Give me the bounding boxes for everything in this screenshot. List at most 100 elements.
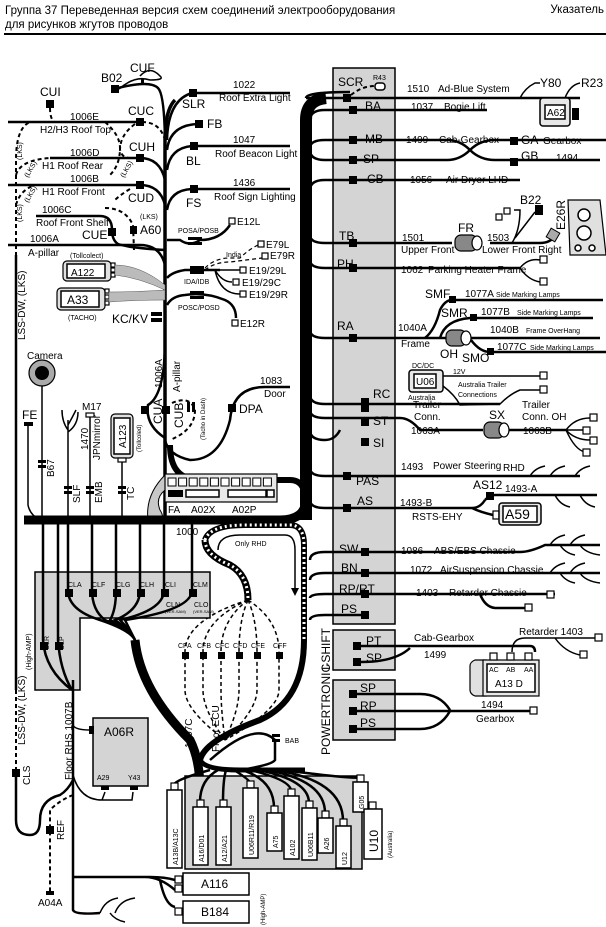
e26r-light-icon [567,199,606,256]
u06-inner [413,373,437,389]
b184-module [182,900,250,924]
cuh-connector [136,154,144,162]
label-tollcoled: (Tollcoled) [137,425,143,452]
cub-connector [187,402,190,412]
label-lower-front-right: Lower Front Right [482,245,562,256]
label-1501: 1501 [402,233,425,244]
fuse-slot [262,477,272,487]
cua-loop [146,339,167,440]
label-si: SI [373,436,384,450]
label-sp2: SP [360,681,376,695]
label-st: ST [373,414,389,428]
posb-connector [188,242,202,245]
label-rhd: RHD [503,463,525,474]
label-1007c: 1007C [184,719,195,748]
a06r-module [92,717,149,787]
sp2-connector [349,690,357,698]
fuse-slots [167,477,272,487]
label-powertronic: POWERTRONIC [319,664,333,755]
label-camera: Camera [27,351,63,362]
a33-module [56,287,110,311]
e19-wires [210,269,241,295]
label-conn: Conn. [414,412,441,423]
label-1063a: 1063A [411,426,440,437]
lks-dash-rear [15,157,51,176]
label-r43: R43 [373,75,386,82]
terminal [529,706,538,715]
label-1063b: 1063B [523,426,552,437]
as-branches [554,494,596,508]
lks-dash [114,188,131,201]
label-smr: SMR [441,306,468,320]
label-roof-extra: Roof Extra Light [219,93,291,104]
label-b184: B184 [201,905,229,919]
label-adblue: Ad-Blue System [438,84,510,95]
label-1077c: 1077C [497,342,526,353]
ecu-terminal [196,799,205,808]
ref-dash [49,794,74,895]
label-lss-lower: LSS-DW, (LKS) [17,676,28,745]
label-ecu-module: A75 [273,835,280,848]
label-rp: RP [360,699,377,713]
label-rprt: RP/RT [339,582,375,596]
cf-connector [236,652,243,659]
cud-connector [136,181,144,189]
airsusp-branches [549,562,601,584]
label-cud: CUD [128,191,154,205]
panel-connectors [343,94,369,619]
india-dash1 [204,244,259,269]
label-cab-gearbox: Cab-Gearbox [439,135,499,146]
label-lks-a60: (LKS) [140,214,158,221]
terminal [492,510,500,520]
ida-connector [190,266,204,269]
cf-connector [200,652,207,659]
wire-1063a [399,416,483,432]
label-cui: CUI [40,85,61,99]
label-cab-gearbox-2: Cab-Gearbox [414,633,474,644]
floor-branches [99,897,136,923]
cf-connector [182,652,189,659]
label-a02p: A02P [232,505,257,516]
ecu-terminal [339,818,348,827]
fuse-slot [220,477,230,487]
ecu-module-g05 [352,781,369,813]
label-airsusp: AirSuspension Chassie [440,565,544,576]
label-ga: GA [521,133,538,147]
label-1077b: 1077B [481,307,510,318]
label-fa: FA [168,505,181,516]
label-cuc: CUC [128,104,154,118]
slr-connector [189,89,197,97]
label-1510: 1510 [407,84,430,95]
a04a-connector [46,891,54,895]
label-1499: 1499 [406,135,429,146]
retarder-1403-wire [511,637,597,656]
label-lks-4: (LKS) [120,160,135,179]
label-roof-top: H2/H3 Roof Top [40,125,111,136]
floor-bundle-right [197,639,307,762]
label-1493: 1493 [401,462,424,473]
label-dcdc: DC/DC [412,363,434,370]
cl-connector [189,589,197,597]
cf-connector [218,652,225,659]
label-cuh: CUH [129,140,155,154]
label-sml-c: Side Marking Lamps [530,345,594,352]
label-1499-2: 1499 [424,650,447,661]
rhd-arrow [217,534,296,590]
label-e12r: E12R [240,319,265,330]
label-ecu-module: U12 [342,852,349,865]
terminal [524,603,533,612]
label-fr: FR [458,221,474,235]
ref-connector [46,826,54,834]
label-1072: 1072 [410,565,433,576]
label-cfa: CFA [178,643,192,650]
label-bl: BL [186,154,201,168]
a62-inner [544,104,566,120]
label-tacho-dash: (Tacho in Dash) [201,398,207,440]
header-rule [4,33,606,35]
label-12v: 12V [453,369,466,376]
label-1493b: 1493-B [400,498,433,509]
cub-connector-main [162,406,170,414]
label-gearbox: Gearbox [543,136,581,147]
e79l-terminal [257,240,265,248]
terminal [539,371,548,380]
